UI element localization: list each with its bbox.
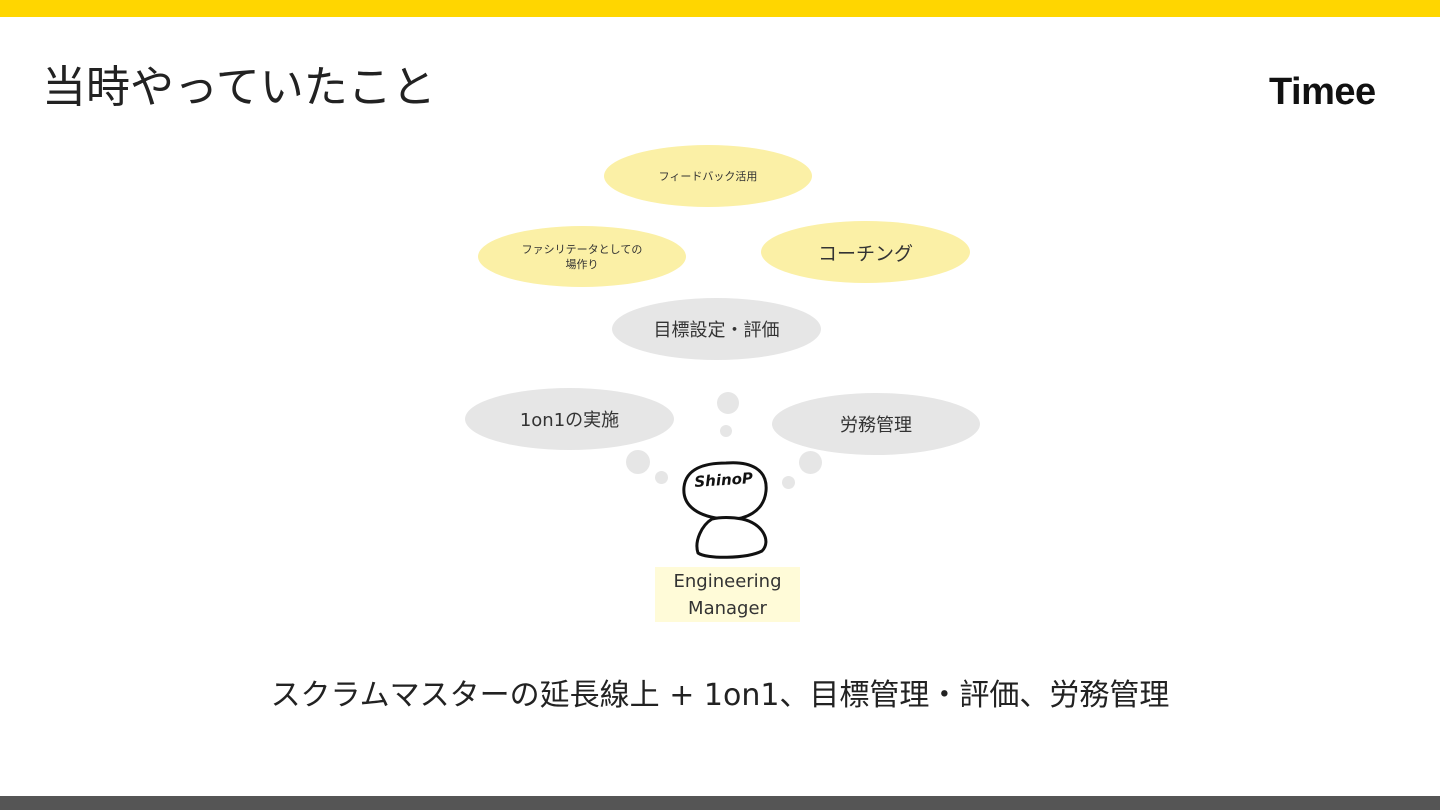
bubble-coaching-label: コーチング [817, 242, 913, 265]
bubble-goal-setting: 目標設定・評価 [612, 298, 821, 360]
role-label: Engineering Manager [655, 567, 800, 622]
bubble-one-on-one-label: 1on1の実施 [519, 410, 620, 431]
bubble-feedback: フィードバック活用 [604, 145, 812, 207]
top-accent-bar [0, 0, 1440, 17]
avatar-drawing: ShinoP [682, 461, 768, 559]
bubble-coaching: コーチング [761, 221, 970, 283]
timee-logo: Timee [1269, 71, 1376, 113]
summary-text: スクラムマスターの延長線上 + 1on1、目標管理・評価、労務管理 [270, 678, 1170, 713]
thought-dot [799, 451, 822, 474]
thought-dot [717, 392, 739, 414]
bubble-facilitator: ファシリテータとしての 場作り [478, 226, 686, 287]
bubble-goal-setting-label: 目標設定・評価 [653, 320, 780, 341]
bubble-feedback-label: フィードバック活用 [658, 170, 758, 183]
bottom-bar [0, 796, 1440, 810]
role-label-text: Engineering Manager [673, 570, 782, 619]
bubble-labor: 労務管理 [772, 393, 980, 455]
bubble-labor-label: 労務管理 [840, 415, 912, 436]
thought-dot [626, 450, 650, 474]
thought-dot [720, 425, 732, 437]
avatar-name: ShinoP [694, 469, 754, 491]
thought-dot [782, 476, 795, 489]
thought-dot [655, 471, 668, 484]
bubble-one-on-one: 1on1の実施 [465, 388, 674, 450]
bubble-facilitator-label: ファシリテータとしての 場作り [521, 242, 643, 271]
slide-title: 当時やっていたこと [42, 62, 436, 113]
